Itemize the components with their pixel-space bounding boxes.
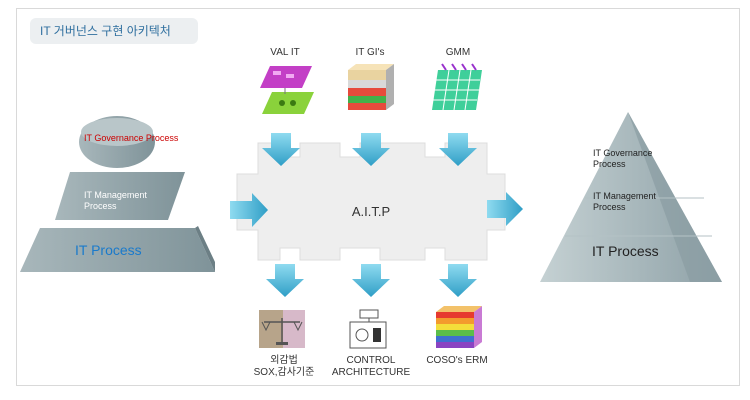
bottom-arrows: [266, 264, 477, 297]
right-management-label: IT Management Process: [593, 191, 656, 212]
audit-law-label: 외감법 SOX,감사기준: [238, 355, 330, 379]
gmm-label: GMM: [445, 47, 471, 58]
aitp-label: A.I.T.P: [351, 204, 391, 219]
left-management-label: IT Management Process: [84, 190, 147, 211]
coso-erm-label: COSO's ERM: [412, 355, 502, 367]
control-label-line1: CONTROL: [346, 355, 396, 366]
audit-law-label-line1: 외감법: [270, 355, 298, 366]
val-it-label: VAL IT: [270, 47, 300, 58]
control-diagram-icon: [349, 309, 387, 349]
val-it-layers-icon: [260, 66, 314, 114]
it-gis-stack-icon: [348, 64, 394, 110]
left-process-label: IT Process: [75, 242, 142, 258]
scales-icon: [259, 310, 305, 348]
right-arrow-icon: [230, 193, 268, 227]
down-arrow-icon: [266, 264, 304, 297]
audit-law-label-line2: SOX,감사기준: [253, 367, 315, 378]
right-process-label: IT Process: [592, 243, 659, 259]
control-architecture-label: CONTROL ARCHITECTURE: [324, 355, 418, 379]
top-arrows: [262, 133, 477, 166]
it-gis-label: IT GI's: [355, 47, 385, 58]
left-pyramid-base: [20, 228, 215, 272]
down-arrow-icon: [262, 133, 300, 166]
down-arrow-icon: [439, 264, 477, 297]
control-label-line2: ARCHITECTURE: [331, 367, 411, 378]
aitp-puzzle-shape: [236, 142, 506, 261]
diagram-title: IT 거버넌스 구현 아키텍처: [30, 18, 198, 44]
right-arrow-icon: [487, 192, 523, 226]
left-pyramid: [20, 116, 215, 272]
coso-cube-icon: [436, 306, 482, 348]
right-pyramid: [540, 112, 722, 282]
coso-label-line1: COSO's ERM: [426, 355, 488, 366]
down-arrow-icon: [352, 264, 390, 297]
left-pyramid-middle: [55, 172, 185, 220]
right-governance-label: IT Governance Process: [593, 148, 653, 169]
down-arrow-icon: [439, 133, 477, 166]
left-governance-label: IT Governance Process: [84, 133, 179, 143]
gmm-grid-icon: [432, 63, 482, 111]
down-arrow-icon: [352, 133, 390, 166]
